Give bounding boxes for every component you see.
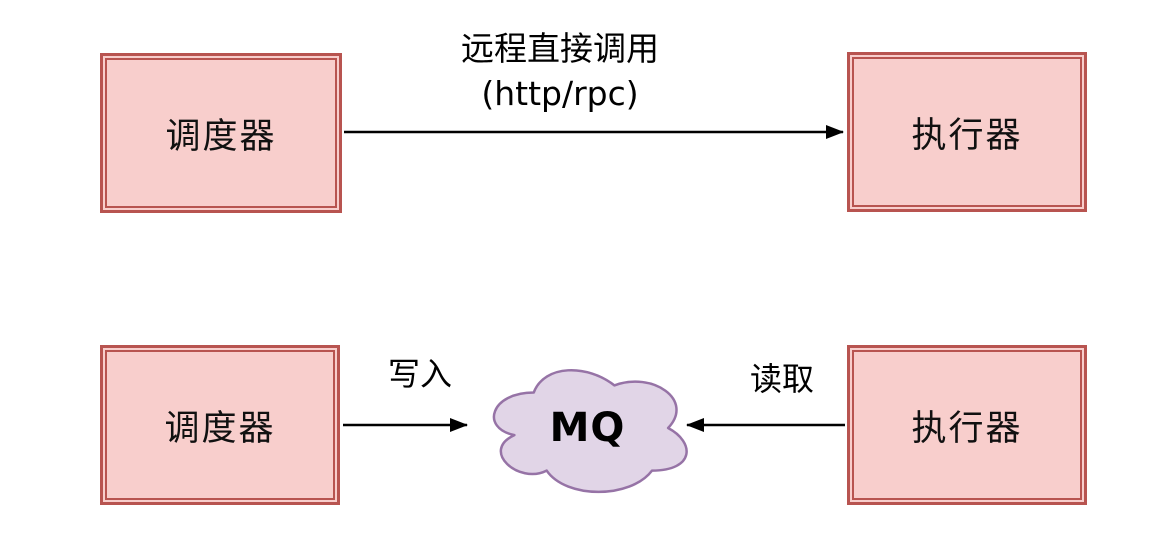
executor-node-top-label: 执行器 bbox=[911, 115, 1023, 156]
direct-call-arrow-label: 远程直接调用 (http/rpc) bbox=[399, 27, 721, 116]
direct-call-arrow-label-line1: 远程直接调用 bbox=[461, 29, 659, 68]
mq-cloud-label: MQ bbox=[549, 405, 626, 451]
direct-call-arrow-label-line2: (http/rpc) bbox=[481, 73, 639, 113]
executor-node-bottom-label: 执行器 bbox=[911, 408, 1023, 449]
mq-cloud-shape bbox=[492, 368, 688, 494]
mq-cloud-path bbox=[492, 368, 688, 494]
scheduler-node-top-label: 调度器 bbox=[165, 116, 277, 157]
scheduler-node-bottom-label: 调度器 bbox=[164, 408, 276, 449]
write-arrow-label: 写入 bbox=[387, 355, 452, 393]
scheduler-node-top: 调度器 bbox=[100, 53, 342, 213]
executor-node-top: 执行器 bbox=[847, 52, 1087, 212]
read-arrow-label: 读取 bbox=[749, 360, 814, 398]
scheduler-node-bottom: 调度器 bbox=[100, 345, 340, 505]
executor-node-bottom: 执行器 bbox=[847, 345, 1087, 505]
